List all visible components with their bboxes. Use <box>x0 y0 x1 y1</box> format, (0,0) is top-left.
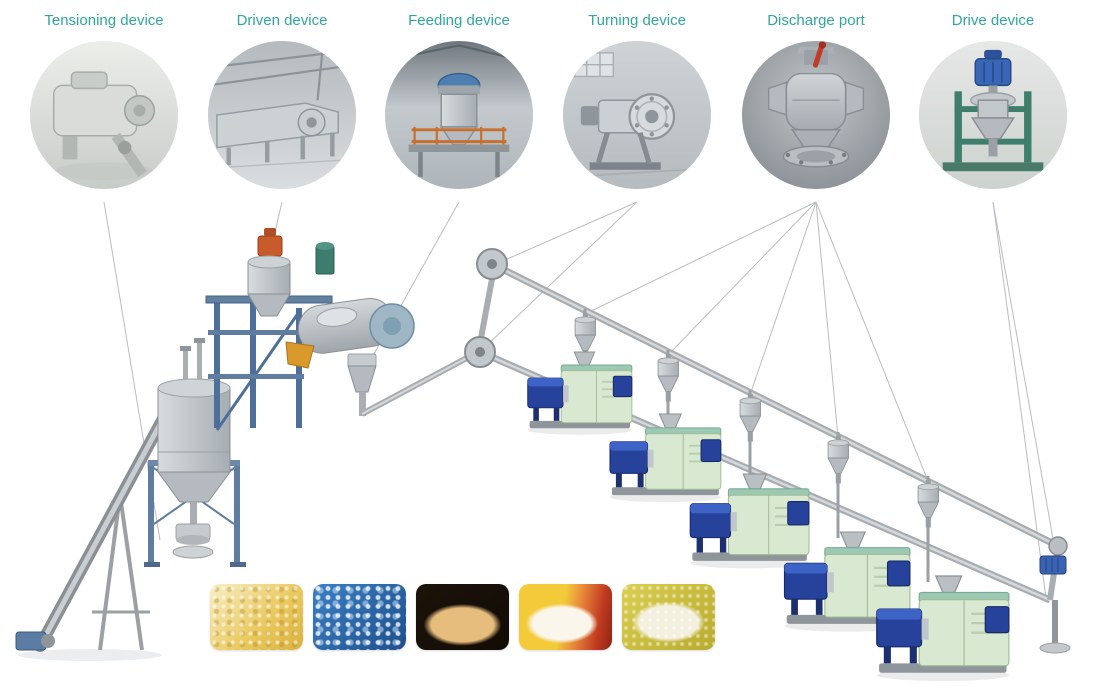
device-callout-drive: Drive device <box>919 12 1067 189</box>
turning-device-photo <box>563 41 711 189</box>
device-label: Feeding device <box>408 12 510 29</box>
turning-wheel-lower <box>464 336 496 368</box>
device-label: Driven device <box>236 12 328 29</box>
extruder-1 <box>526 351 633 436</box>
cyclone-hopper <box>657 353 679 403</box>
device-label: Drive device <box>951 12 1035 29</box>
device-callout-driven: Driven device <box>208 12 356 189</box>
device-callout-feeding: Feeding device <box>385 12 533 189</box>
device-callout-turning: Turning device <box>563 12 711 189</box>
feeding-device-photo <box>385 41 533 189</box>
turning-wheel-upper <box>476 248 508 280</box>
device-label: Discharge port <box>767 12 865 29</box>
device-callout-discharge: Discharge port <box>742 12 890 189</box>
cyclone-hopper <box>739 393 761 443</box>
device-label: Tensioning device <box>44 12 164 29</box>
device-callout-tensioning: Tensioning device <box>30 12 178 189</box>
cyclone-hopper <box>827 435 849 485</box>
mixer-unit <box>205 228 480 431</box>
drive-assembly <box>1039 536 1071 654</box>
tensioning-device-photo <box>30 41 178 189</box>
device-label: Turning device <box>588 12 686 29</box>
cyclone-hopper <box>917 479 939 529</box>
driven-device-photo <box>208 41 356 189</box>
storage-hopper <box>144 338 246 567</box>
screw-conveyor <box>15 396 178 661</box>
discharge-port-photo <box>742 41 890 189</box>
drive-device-photo <box>919 41 1067 189</box>
